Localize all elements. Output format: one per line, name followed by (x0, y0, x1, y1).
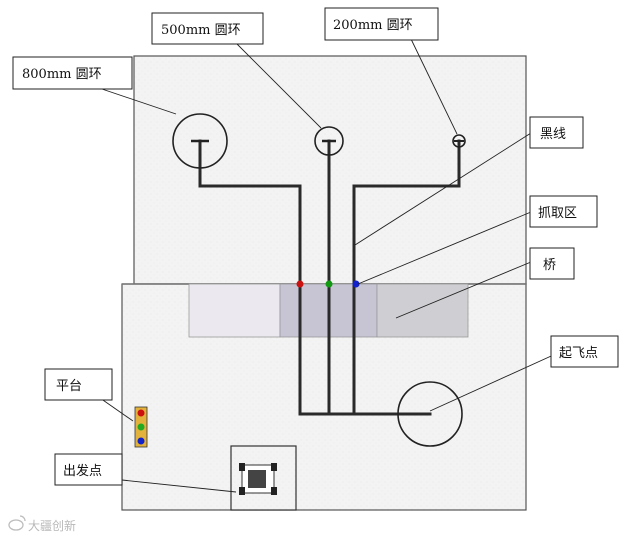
platform-ball-blue (137, 437, 145, 445)
ring-200mm (452, 134, 466, 148)
watermark-text: 大疆创新 (28, 518, 76, 533)
label-ring-800: 800mm 圆环 (22, 67, 102, 82)
ring-500mm (314, 126, 344, 156)
callout-grab-zone: 抓取区 (529, 195, 598, 228)
callout-ring-500: 500mm 圆环 (151, 12, 264, 45)
callout-ring-800: 800mm 圆环 (12, 56, 133, 90)
platform-ball-red (137, 409, 145, 417)
callout-ring-200: 200mm 圆环 (324, 7, 439, 41)
label-platform: 平台 (56, 379, 82, 394)
callout-leaders (95, 38, 561, 493)
callout-start-point: 出发点 (54, 453, 123, 486)
platform-ball-green (137, 423, 145, 431)
label-bridge: 桥 (543, 258, 556, 273)
label-ring-500: 500mm 圆环 (161, 23, 241, 38)
callout-bridge: 桥 (529, 247, 575, 280)
label-start-point: 出发点 (63, 463, 102, 479)
weibo-logo-icon (8, 515, 26, 531)
grab-marker-blue (352, 280, 360, 288)
bridge-right-section (376, 283, 469, 338)
ring-800mm (172, 113, 228, 169)
bridge-left-section (188, 283, 281, 338)
callout-takeoff: 起飞点 (550, 335, 619, 368)
grab-marker-red (296, 280, 304, 288)
callout-platform: 平台 (44, 368, 113, 401)
black-line-path (198, 139, 461, 416)
label-grab-zone: 抓取区 (538, 206, 577, 221)
label-black-line: 黑线 (540, 127, 566, 142)
car-icon (239, 463, 277, 495)
label-takeoff: 起飞点 (559, 346, 598, 361)
callout-black-line: 黑线 (529, 116, 584, 149)
label-ring-200: 200mm 圆环 (333, 18, 413, 33)
watermark: 大疆创新 (8, 515, 76, 533)
grab-marker-green (325, 280, 333, 288)
takeoff-circle (397, 381, 463, 447)
